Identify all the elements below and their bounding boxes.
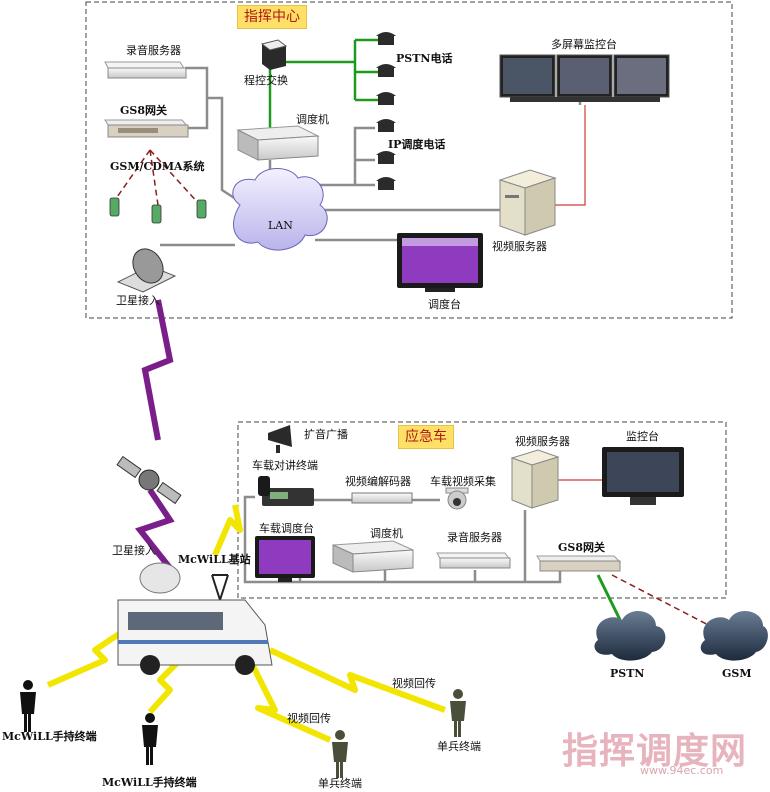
satellite-dish-top bbox=[116, 248, 177, 293]
satellite-access-vehicle-label: 卫星接入 bbox=[112, 544, 156, 557]
person-mcwill-left bbox=[20, 680, 36, 732]
gsm-cdma-system-label: GSM/CDMA系统 bbox=[110, 160, 205, 173]
lan-label: LAN bbox=[268, 219, 293, 232]
gs8-gateway-top-label: GS8网关 bbox=[120, 104, 167, 117]
mcwill-base-station bbox=[211, 574, 229, 601]
command-center-title: 指挥中心 bbox=[237, 5, 307, 29]
emergency-van bbox=[117, 599, 273, 675]
ip-phone-label: IP调度电话 bbox=[388, 138, 446, 151]
watermark-url: www.94ec.com bbox=[640, 764, 724, 777]
recording-server-top-label: 录音服务器 bbox=[126, 44, 181, 57]
watermark-main: 指挥调度网 bbox=[562, 731, 748, 772]
video-return-right-label: 视频回传 bbox=[392, 677, 436, 690]
mcwill-handset-center-label: McWiLL手持终端 bbox=[102, 776, 197, 789]
soldier-right bbox=[450, 689, 466, 737]
gsm-cloud-label: GSM bbox=[722, 667, 752, 680]
satellite-dish-vehicle bbox=[139, 562, 181, 594]
video-codec-label: 视频编解码器 bbox=[345, 475, 411, 488]
pstn-cloud-label: PSTN bbox=[610, 667, 645, 680]
gs8-gateway-vehicle-device bbox=[536, 555, 622, 572]
command-center-region bbox=[85, 1, 733, 319]
emergency-vehicle-title: 应急车 bbox=[398, 425, 454, 449]
gray-links-vehicle bbox=[243, 495, 562, 584]
pstn-phone-label: PSTN电话 bbox=[396, 52, 453, 65]
video-capture-camera bbox=[445, 487, 469, 510]
vehicle-dispatch-console-label: 车载调度台 bbox=[259, 522, 314, 535]
gs8-gateway-top-device bbox=[104, 119, 190, 138]
dispatcher-vehicle-device bbox=[332, 540, 414, 573]
multi-screen-monitors bbox=[499, 54, 670, 102]
satellite-link-top bbox=[141, 299, 174, 441]
program-switch-label: 程控交换 bbox=[244, 74, 288, 87]
dispatch-console-label: 调度台 bbox=[428, 298, 461, 311]
wireless-links bbox=[46, 504, 447, 743]
dispatch-console-device bbox=[397, 233, 483, 292]
pstn-cloud bbox=[594, 611, 666, 661]
video-server-vehicle-device bbox=[510, 449, 560, 509]
video-codec-device bbox=[351, 492, 413, 504]
satellite-access-top-label: 卫星接入 bbox=[116, 294, 160, 307]
video-server-vehicle-label: 视频服务器 bbox=[515, 435, 570, 448]
gsm-phones bbox=[109, 197, 207, 224]
satellite-icon bbox=[116, 455, 182, 505]
recording-server-vehicle-device bbox=[436, 552, 511, 569]
satellite-link-bottom bbox=[134, 488, 175, 570]
multi-screen-label: 多屏幕监控台 bbox=[551, 38, 617, 51]
vehicle-intercom-label: 车载对讲终端 bbox=[252, 459, 318, 472]
dispatcher-vehicle-label: 调度机 bbox=[370, 527, 403, 540]
video-return-left-label: 视频回传 bbox=[287, 712, 331, 725]
gsm-cloud bbox=[700, 611, 768, 661]
video-server-top-device bbox=[498, 169, 557, 236]
monitor-console-device bbox=[602, 447, 684, 505]
program-switch-device bbox=[260, 39, 288, 70]
dispatcher-top-label: 调度机 bbox=[296, 113, 329, 126]
vehicle-intercom-device bbox=[258, 476, 314, 506]
soldier-left bbox=[332, 730, 348, 778]
recording-server-vehicle-label: 录音服务器 bbox=[447, 531, 502, 544]
mcwill-handset-left-label: McWiLL手持终端 bbox=[2, 730, 97, 743]
pa-horn bbox=[268, 425, 292, 453]
lan-cloud bbox=[232, 168, 328, 251]
pa-broadcast-label: 扩音广播 bbox=[304, 428, 348, 441]
video-server-top-label: 视频服务器 bbox=[492, 240, 547, 253]
dashed-links-gsm bbox=[114, 149, 201, 206]
monitor-console-label: 监控台 bbox=[626, 430, 659, 443]
recording-server-top-device bbox=[104, 61, 187, 79]
person-mcwill-center bbox=[142, 713, 158, 765]
dispatcher-top-device bbox=[236, 125, 320, 161]
vehicle-dispatch-console-device bbox=[255, 536, 315, 582]
soldier-terminal-left-label: 单兵终端 bbox=[318, 777, 362, 790]
phone-set-icons bbox=[376, 32, 396, 190]
red-links-top bbox=[555, 105, 586, 206]
soldier-terminal-right-label: 单兵终端 bbox=[437, 740, 481, 753]
vehicle-video-capture-label: 车载视频采集 bbox=[430, 475, 496, 488]
gs8-gateway-vehicle-label: GS8网关 bbox=[558, 541, 605, 554]
mcwill-base-station-label: McWiLL基站 bbox=[178, 553, 251, 566]
